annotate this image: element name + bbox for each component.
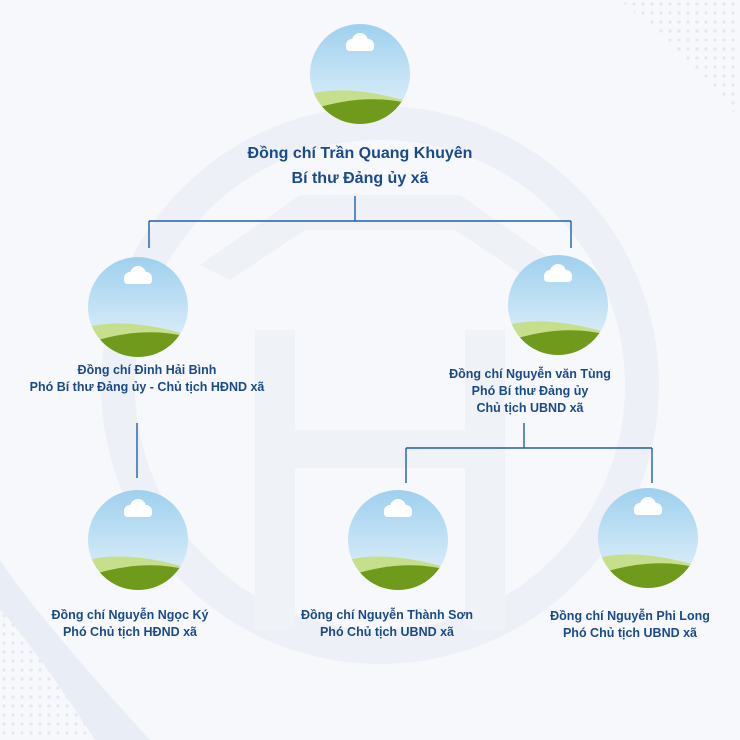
vice-right-role-2: Chủ tịch UBND xã bbox=[476, 401, 584, 415]
member-3-name: Đồng chí Nguyễn Phi Long bbox=[550, 609, 710, 623]
cloud-icon bbox=[124, 266, 152, 284]
emblem-crossbar bbox=[255, 430, 505, 468]
landscape-image-placeholder-icon bbox=[598, 488, 698, 588]
caption-member-2: Đồng chí Nguyễn Thành Sơn Phó Chủ tịch U… bbox=[282, 607, 492, 641]
caption-vice-right: Đồng chí Nguyễn văn Tùng Phó Bí thư Đảng… bbox=[430, 366, 630, 417]
dots-top-right bbox=[620, 0, 740, 120]
landscape-image-placeholder-icon bbox=[88, 490, 188, 590]
emblem-ring bbox=[101, 106, 659, 664]
caption-member-1: Đồng chí Nguyễn Ngọc Ký Phó Chủ tịch HĐN… bbox=[30, 607, 230, 641]
member-2-name: Đồng chí Nguyễn Thành Sơn bbox=[300, 608, 474, 622]
chairman-name: Đồng chí Trần Quang Khuyên bbox=[247, 145, 473, 162]
landscape-image-placeholder-icon bbox=[310, 24, 410, 124]
swoosh-bottom-left bbox=[0, 560, 150, 740]
emblem-pillar-left bbox=[255, 330, 295, 630]
member-2-role: Phó Chủ tịch UBND xã bbox=[319, 625, 455, 639]
landscape-image-placeholder-icon bbox=[88, 257, 188, 357]
caption-member-3: Đồng chí Nguyễn Phi Long Phó Chủ tịch UB… bbox=[530, 608, 730, 642]
emblem-roof-shape bbox=[200, 195, 560, 280]
cloud-icon bbox=[124, 499, 152, 517]
caption-vice-left: Đồng chí Đinh Hải Bình Phó Bí thư Đảng ủ… bbox=[12, 362, 282, 396]
vice-left-role: Phó Bí thư Đảng ủy - Chủ tịch HĐND xã bbox=[29, 380, 265, 394]
vice-right-role: Phó Bí thư Đảng ủy bbox=[471, 384, 589, 398]
member-3-role: Phó Chủ tịch UBND xã bbox=[562, 626, 698, 640]
chairman-role: Bí thư Đảng ủy xã bbox=[291, 170, 429, 187]
landscape-image-placeholder-icon bbox=[348, 490, 448, 590]
emblem-pillar-right bbox=[465, 330, 505, 630]
cloud-icon bbox=[384, 499, 412, 517]
vice-left-name: Đồng chí Đinh Hải Bình bbox=[77, 363, 217, 377]
landscape-image-placeholder-icon bbox=[508, 255, 608, 355]
avatar-member-1 bbox=[88, 490, 188, 590]
cloud-icon bbox=[544, 264, 572, 282]
vice-right-name: Đồng chí Nguyễn văn Tùng bbox=[449, 367, 611, 381]
caption-chairman: Đồng chí Trần Quang Khuyên Bí thư Đảng ủ… bbox=[205, 141, 515, 191]
avatar-vice-left bbox=[88, 257, 188, 357]
member-1-name: Đồng chí Nguyễn Ngọc Ký bbox=[51, 608, 209, 622]
avatar-vice-right bbox=[508, 255, 608, 355]
member-1-role: Phó Chủ tịch HĐND xã bbox=[62, 625, 198, 639]
cloud-icon bbox=[634, 497, 662, 515]
cloud-icon bbox=[346, 33, 374, 51]
avatar-chairman bbox=[310, 24, 410, 124]
avatar-member-2 bbox=[348, 490, 448, 590]
avatar-member-3 bbox=[598, 488, 698, 588]
